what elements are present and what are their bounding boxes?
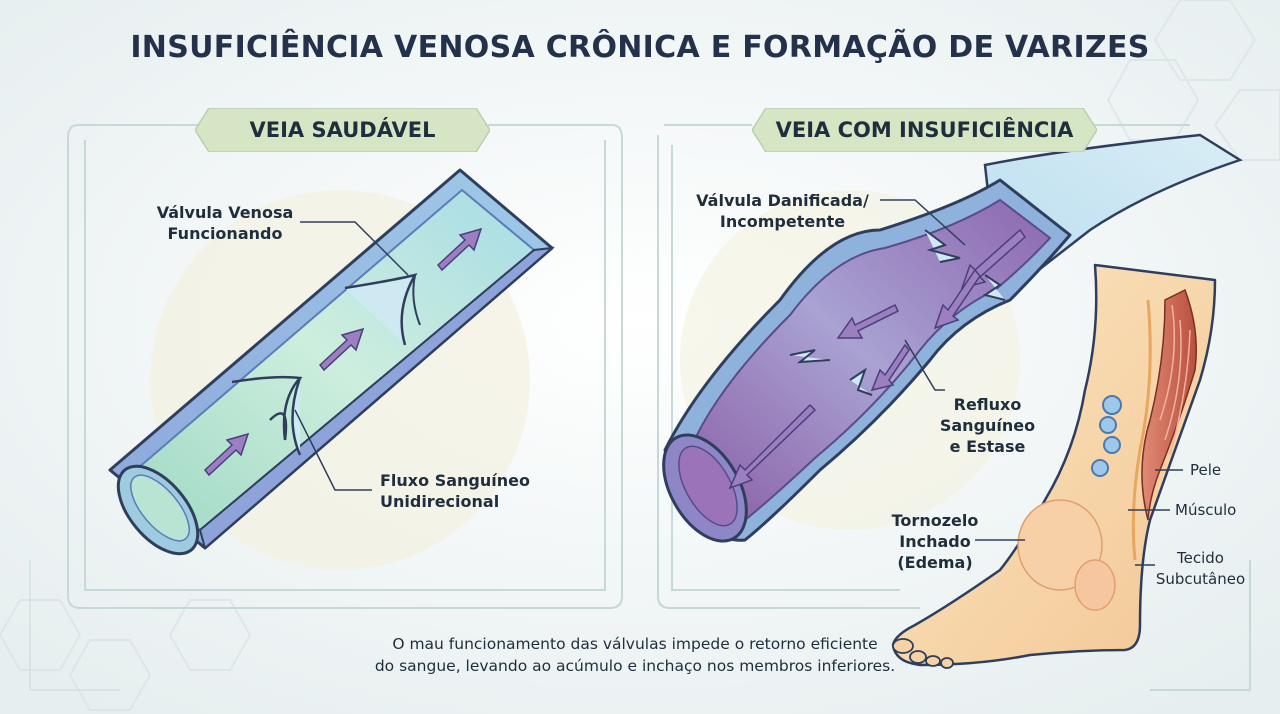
swollen-ankle-label-line3: (Edema)	[897, 553, 973, 572]
healthy-flow-label-line2: Unidirecional	[380, 492, 500, 511]
swollen-ankle-label-line1: Tornozelo	[891, 511, 979, 530]
skin-layer-label: Pele	[1190, 461, 1222, 479]
swollen-ankle-label-line2: Inchado	[899, 532, 971, 551]
muscle-layer-label: Músculo	[1175, 501, 1237, 519]
reflux-label-line3: e Estase	[949, 437, 1026, 456]
damaged-valve-label-line1: Válvula Danificada/	[696, 191, 869, 210]
diseased-vein	[662, 178, 1072, 543]
subcutaneous-layer-label: Tecido Subcutâneo	[1148, 548, 1253, 590]
insufficient-vein-tag-label: VEIA COM INSUFICIÊNCIA	[775, 118, 1074, 142]
healthy-vein	[108, 168, 556, 556]
subcutaneous-layer-label-line2: Subcutâneo	[1155, 570, 1246, 588]
damaged-valve-label: Válvula Danificada/ Incompetente	[690, 190, 875, 232]
panel-frames	[67, 124, 1190, 609]
healthy-flow-label: Fluxo Sanguíneo Unidirecional	[380, 470, 560, 512]
page-title: INSUFICIÊNCIA VENOSA CRÔNICA E FORMAÇÃO …	[130, 30, 1150, 65]
reflux-label: Refluxo Sanguíneo e Estase	[935, 394, 1040, 457]
healthy-flow-label-line1: Fluxo Sanguíneo	[380, 471, 530, 490]
healthy-valve-label: Válvula Venosa Funcionando	[140, 202, 310, 244]
healthy-vein-tag: VEIA SAUDÁVEL	[195, 108, 490, 152]
healthy-vein-tag-label: VEIA SAUDÁVEL	[249, 118, 436, 142]
damaged-valve-label-line2: Incompetente	[719, 212, 846, 231]
insufficient-vein-tag: VEIA COM INSUFICIÊNCIA	[752, 108, 1097, 152]
tag-ribbon-shape	[195, 108, 490, 152]
reflux-label-line2: Sanguíneo	[939, 416, 1036, 435]
healthy-valve-label-line2: Funcionando	[167, 224, 283, 243]
caption: O mau funcionamento das válvulas impede …	[340, 633, 930, 677]
caption-line1: O mau funcionamento das válvulas impede …	[392, 635, 878, 653]
healthy-valve-label-line1: Válvula Venosa	[156, 203, 294, 222]
tag-ribbon-shape	[752, 108, 1097, 152]
leg-foot	[891, 263, 1217, 669]
subcutaneous-layer-label-line1: Tecido	[1177, 549, 1224, 567]
swollen-ankle-label: Tornozelo Inchado (Edema)	[880, 510, 990, 573]
reflux-label-line1: Refluxo	[953, 395, 1022, 414]
caption-line2: do sangue, levando ao acúmulo e inchaço …	[374, 657, 896, 675]
